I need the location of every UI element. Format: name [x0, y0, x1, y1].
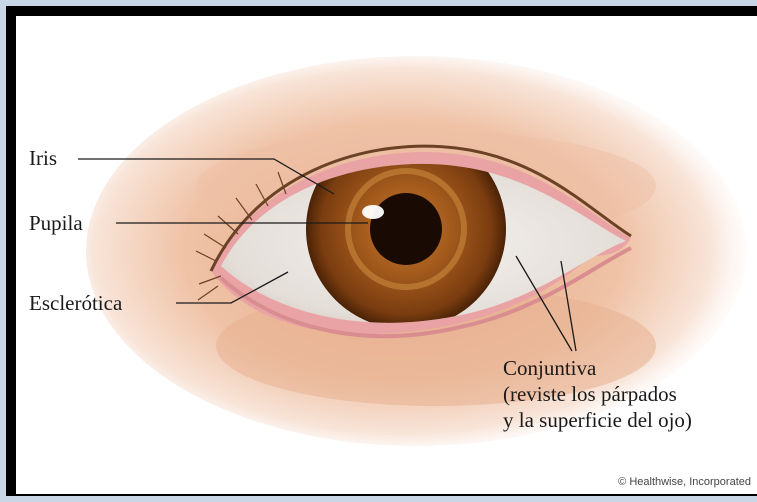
eye-diagram: Iris Pupila Esclerótica Conjuntiva (revi…	[16, 16, 757, 494]
image-frame: Iris Pupila Esclerótica Conjuntiva (revi…	[6, 6, 757, 496]
pupil	[370, 193, 442, 265]
copyright-credit: © Healthwise, Incorporated	[618, 476, 751, 488]
pupil-label: Pupila	[29, 211, 83, 235]
conjunctiva-label-line3: y la superficie del ojo)	[503, 408, 692, 432]
sclera-label: Esclerótica	[29, 291, 122, 315]
pupil-highlight	[362, 205, 384, 219]
conjunctiva-label-line2: (reviste los párpados	[503, 382, 677, 406]
iris-label: Iris	[29, 146, 57, 170]
conjunctiva-label-line1: Conjuntiva	[503, 356, 596, 380]
